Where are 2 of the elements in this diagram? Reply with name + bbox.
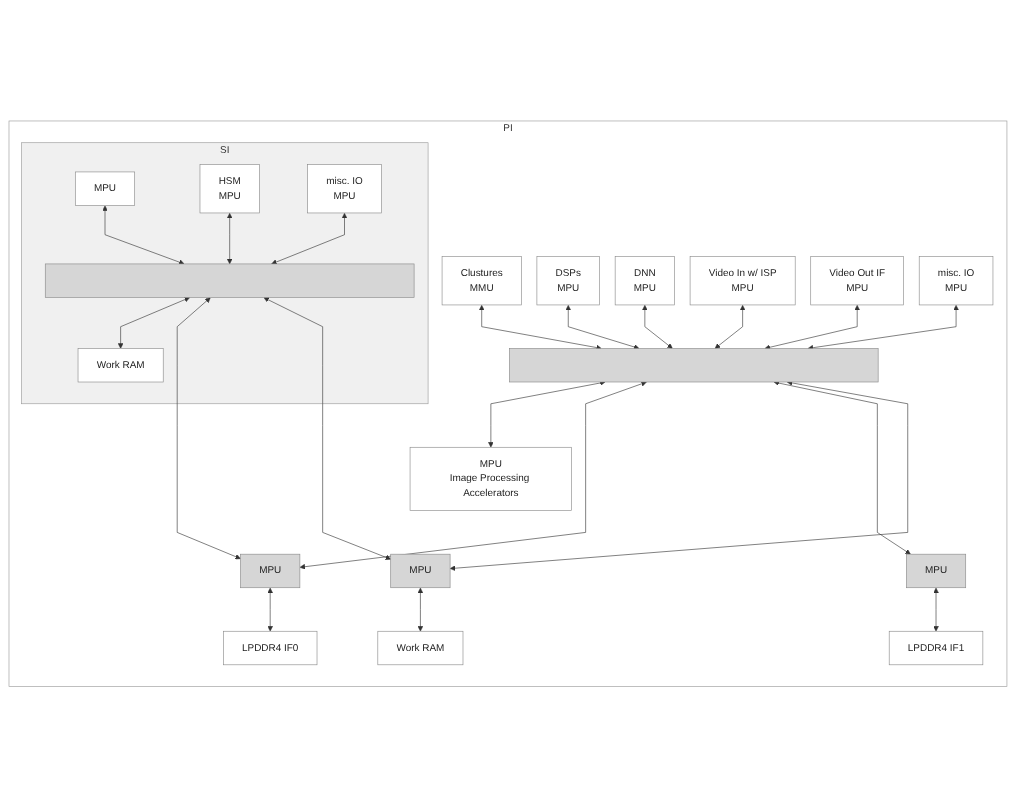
node-bar — [509, 347, 879, 382]
node-bar — [45, 262, 415, 297]
